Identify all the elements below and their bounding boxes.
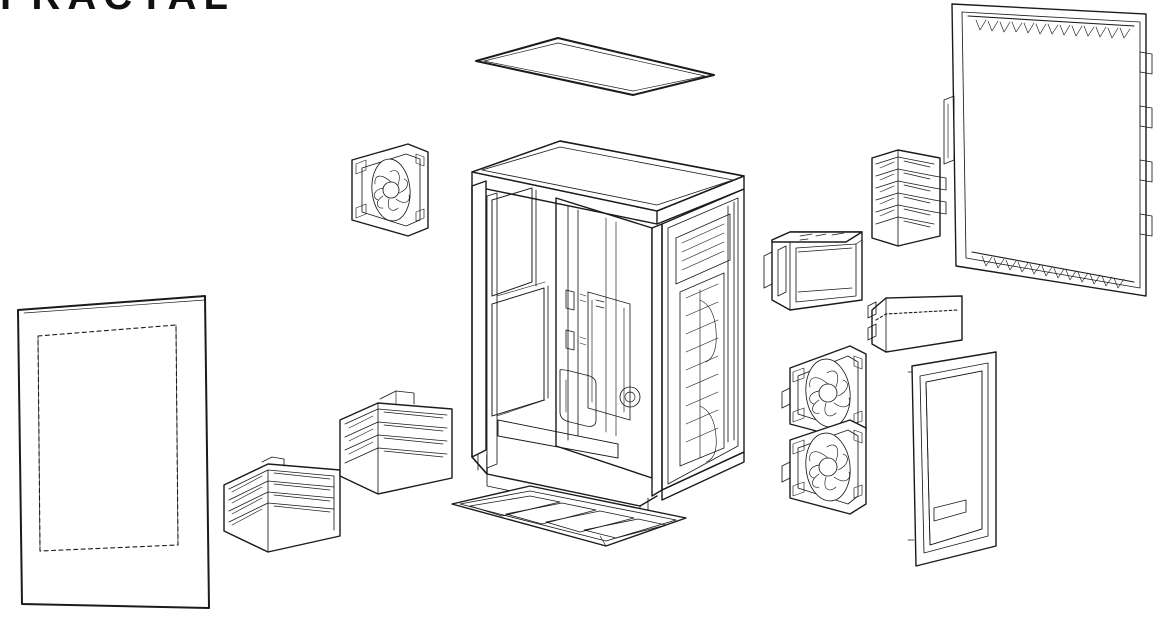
part-right-side-panel (943, 3, 1153, 297)
part-bottom-dust-filter (451, 485, 687, 547)
part-left-side-panel (17, 295, 210, 609)
brand-wordmark: FRACTAL (0, 0, 235, 14)
part-drive-tray-stack (223, 456, 341, 553)
part-top-cover-panel (475, 37, 715, 96)
part-front-mesh-filter (907, 351, 997, 567)
part-main-chassis (471, 140, 745, 519)
brand-wordmark-crop: FRACTAL (0, 0, 330, 14)
part-drive-cage (339, 390, 453, 495)
part-front-fan (351, 143, 429, 237)
part-cable-cover-bracket (867, 295, 963, 353)
part-dual-fan-assembly (781, 345, 867, 515)
part-psu-shroud (763, 231, 863, 311)
part-pci-slot-covers (871, 149, 947, 247)
